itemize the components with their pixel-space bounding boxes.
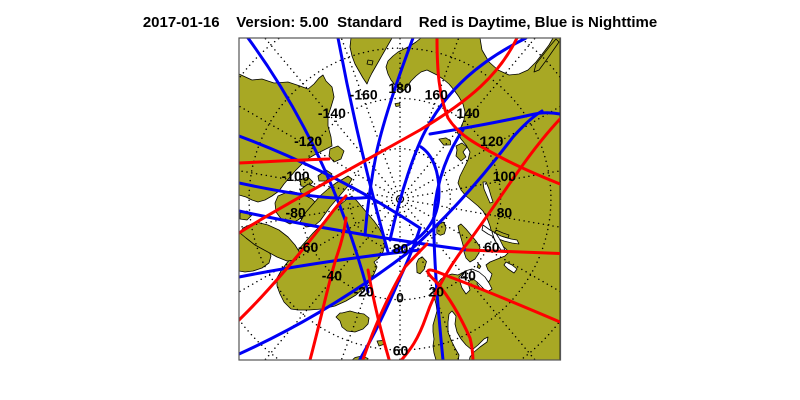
svg-text:60: 60	[393, 343, 409, 359]
svg-text:60: 60	[484, 239, 500, 255]
svg-text:-160: -160	[350, 87, 378, 103]
svg-text:0: 0	[396, 290, 404, 306]
svg-text:-40: -40	[322, 267, 342, 283]
svg-text:40: 40	[460, 267, 476, 283]
svg-text:80: 80	[393, 241, 409, 257]
svg-text:-80: -80	[285, 205, 305, 221]
svg-text:180: 180	[388, 80, 412, 96]
svg-text:-60: -60	[298, 239, 318, 255]
svg-text:100: 100	[493, 168, 517, 184]
svg-text:80: 80	[497, 205, 513, 221]
svg-text:20: 20	[429, 283, 445, 299]
svg-text:2017-01-16 Version: 5.00 S: 2017-01-16 Version: 5.00 Standard Red is…	[143, 14, 657, 31]
svg-text:-120: -120	[294, 133, 322, 149]
svg-text:-20: -20	[354, 283, 374, 299]
svg-text:-100: -100	[282, 168, 310, 184]
svg-text:-140: -140	[318, 105, 346, 121]
svg-text:120: 120	[480, 133, 504, 149]
svg-text:160: 160	[425, 87, 449, 103]
svg-text:140: 140	[456, 105, 480, 121]
